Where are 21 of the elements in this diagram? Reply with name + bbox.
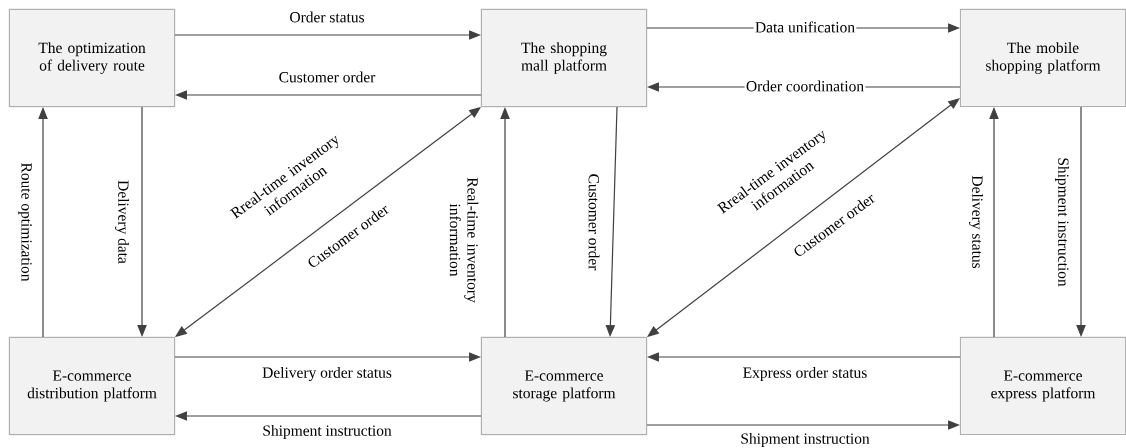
process-box: The optimization of delivery route: [9, 9, 175, 107]
arrow: [174, 30, 481, 40]
edge-label: Customer order: [279, 71, 376, 83]
edge-label: Route optimization: [18, 162, 32, 282]
process-box: E-commerce storage platform: [481, 337, 647, 435]
edge-label: Shipment instruction: [1055, 158, 1069, 287]
process-box: The shopping mall platform: [481, 9, 647, 107]
edge-label: Order coordination: [744, 79, 866, 93]
edge-label: Order status: [290, 11, 365, 23]
edge-label: Shipment instruction: [263, 425, 392, 439]
edge-label: Delivery data: [114, 180, 130, 264]
edge-label: Delivery order status: [262, 366, 392, 382]
edge-label: Express order status: [743, 367, 867, 381]
edge-label: Delivery status: [968, 175, 984, 269]
process-box: The mobile shopping platform: [960, 9, 1126, 107]
edge-label: Shipment instruction: [741, 433, 870, 447]
edge-label: Real-time inventory information: [449, 177, 479, 303]
process-box: E-commerce distribution platform: [9, 337, 175, 435]
process-box: E-commerce express platform: [960, 337, 1126, 435]
edge-label: Customer order: [588, 174, 600, 271]
edge-label: Data unification: [753, 20, 857, 34]
